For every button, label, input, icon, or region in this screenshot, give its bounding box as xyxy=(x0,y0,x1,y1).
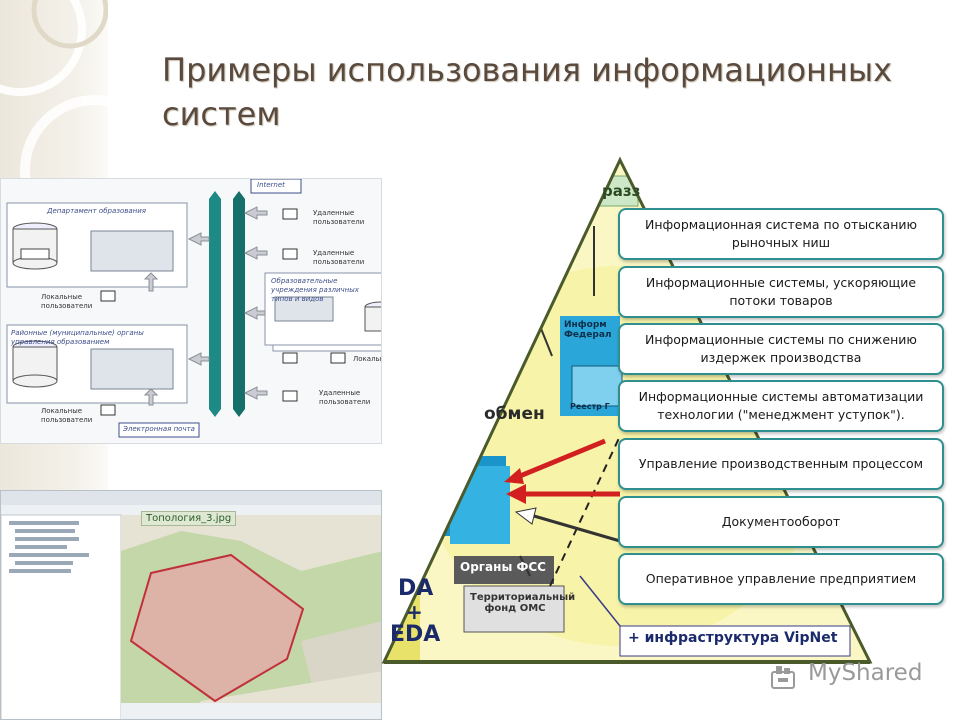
vipnet-label: + инфраструктура VipNet xyxy=(628,630,838,646)
remote-users-label-1: Удаленные пользователи xyxy=(313,209,365,226)
map-file-badge: Топология_3.jpg xyxy=(141,511,237,526)
local-users-label-2: Локальные пользователи xyxy=(41,407,93,424)
exchange-label: обмен xyxy=(484,404,545,424)
local-users-label-3: Локальные xyxy=(353,355,381,363)
watermark-text: MyShared xyxy=(808,660,923,686)
local-users-label-1: Локальные пользователи xyxy=(41,293,93,310)
myshared-logo-icon xyxy=(771,666,795,689)
info-box-goods-flow: Информационные системы, ускоряющие поток… xyxy=(618,266,944,318)
da-label: DA xyxy=(398,576,434,601)
slide-title: Примеры использования информационных сис… xyxy=(162,51,893,133)
info-box-document-flow: Документооборот xyxy=(618,496,944,548)
plus-label: + xyxy=(406,600,423,624)
info-box-operational-management: Оперативное управление предприятием xyxy=(618,553,944,605)
remote-users-label-3: Удаленные пользователи xyxy=(319,389,371,406)
network-diagram-image: Internet Департамент образования Удаленн… xyxy=(0,178,382,444)
schools-label: Образовательные учреждения различных тип… xyxy=(271,277,359,303)
network-diagram-drawing xyxy=(6,179,381,438)
oms-fund-label: Территориальный фонд ОМС xyxy=(470,592,576,614)
dept-label: Департамент образования xyxy=(47,207,147,215)
eda-label: EDA xyxy=(390,622,441,647)
internet-label: Internet xyxy=(257,181,285,189)
info-box-tech-automation: Информационные системы автоматизации тех… xyxy=(618,380,944,432)
info-box-cost-reduction: Информационные системы по снижению издер… xyxy=(618,323,944,375)
registry-label: Реестр Г xyxy=(570,402,610,411)
regional-label: Районные (муниципальные) органы управлен… xyxy=(11,329,144,346)
remote-users-label-2: Удаленные пользователи xyxy=(313,249,365,266)
info-box-production-control: Управление производственным процессом xyxy=(618,438,944,490)
federal-box-label: Информ Федерал xyxy=(564,320,612,340)
pyramid-top-label: разз xyxy=(602,182,641,200)
gis-map-drawing xyxy=(1,491,381,719)
info-box-market-niches: Информационная система по отысканию рыно… xyxy=(618,208,944,260)
gis-map-image: Топология_3.jpg xyxy=(0,490,382,720)
email-label: Электронная почта xyxy=(123,425,195,433)
fss-label: Органы ФСС xyxy=(460,560,546,574)
